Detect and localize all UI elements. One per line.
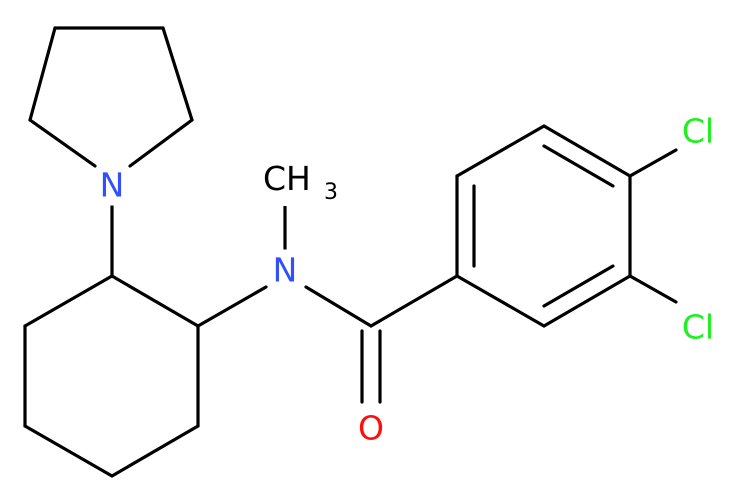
pyrrolidine-ring	[28, 26, 194, 168]
bond	[369, 274, 459, 328]
bond	[196, 285, 268, 328]
benzene-ring	[455, 124, 632, 328]
methyl-subscript: 3	[324, 180, 338, 205]
atom-label-n-pyrrolidine: N	[100, 166, 125, 205]
label-background	[261, 158, 340, 206]
bond	[128, 118, 194, 168]
label-background	[679, 306, 717, 348]
label-background	[97, 164, 127, 206]
atom-label-cl-3: Cl	[682, 308, 714, 347]
bond	[628, 274, 678, 304]
bond	[542, 124, 632, 178]
bond	[110, 274, 200, 328]
label-background	[679, 110, 717, 152]
bond	[542, 264, 615, 308]
bond	[628, 148, 678, 178]
methyl-ch: CH	[263, 159, 311, 198]
label-background	[270, 249, 300, 291]
bond	[304, 285, 373, 328]
bond	[161, 26, 194, 122]
bond	[455, 124, 546, 178]
cyclohexane-ring	[23, 274, 200, 478]
bond	[28, 26, 57, 122]
bond	[455, 274, 546, 328]
label-background	[356, 407, 386, 449]
bond	[110, 424, 200, 478]
bond	[23, 424, 114, 478]
atom-label-n-amide: N	[273, 251, 298, 290]
bond	[23, 274, 114, 328]
bond	[28, 118, 97, 168]
atom-label-cl-4: Cl	[682, 112, 714, 151]
atom-label-o-carbonyl: O	[358, 409, 384, 448]
atom-label-methyl: CH 3	[263, 159, 338, 205]
bond	[542, 144, 615, 188]
bond	[542, 274, 632, 328]
